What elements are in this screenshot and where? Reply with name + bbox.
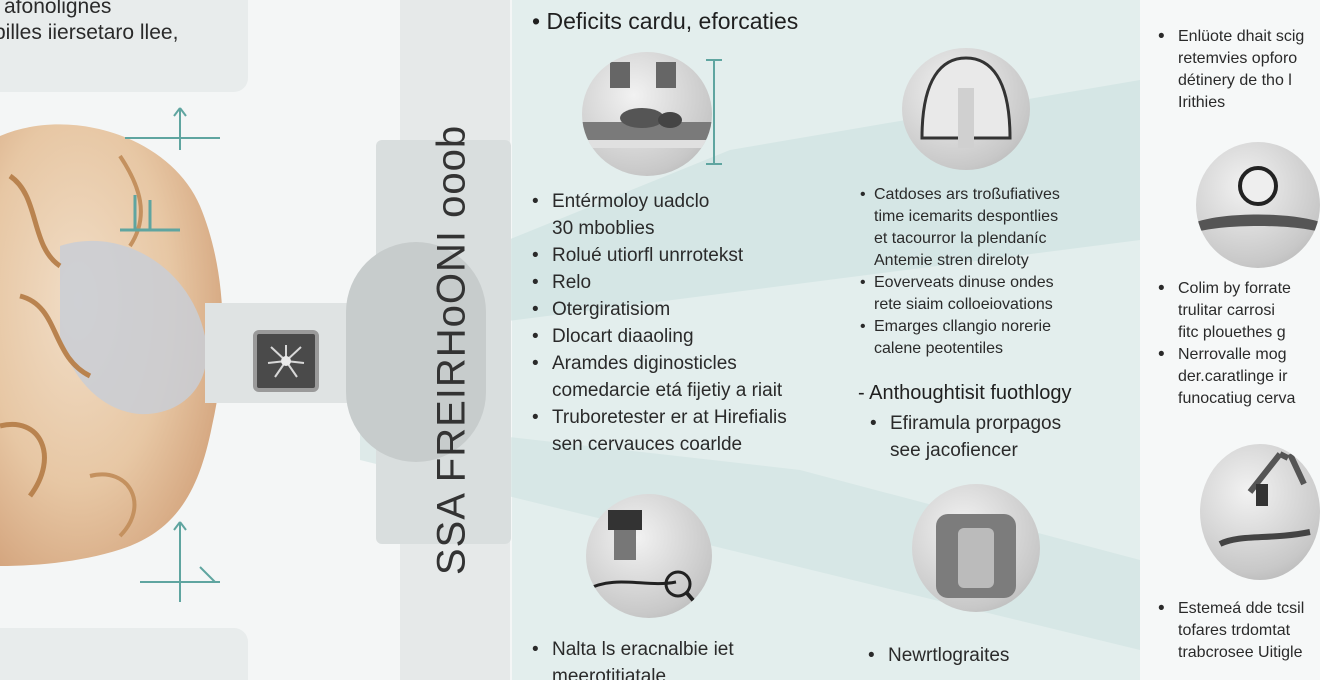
list-item: time icemarits despontlies [874, 208, 1059, 225]
list-item: trulitar carrosi [1178, 302, 1275, 319]
left-text-card: afonolignes pilles iiersetaro llee, [0, 0, 248, 92]
list-item: •Otergiratisiom [532, 299, 671, 320]
bottom-left-list: •Nalta ls eracnalbie iet meerotitiatale [530, 636, 734, 680]
arrow-icon-top [125, 107, 220, 150]
pin-icon [120, 195, 180, 232]
list-item: et tacourror la plendaníc [874, 230, 1047, 247]
face-device-image [1196, 142, 1320, 268]
list-item: Antemie stren direloty [874, 252, 1029, 269]
list-item: retemvies opforo [1178, 50, 1298, 67]
list-item: détinery de tho l [1178, 72, 1292, 89]
banner-title: SSA FREIRHoONI ooob [429, 124, 474, 576]
list-item: •Dlocart diaaoling [532, 326, 694, 347]
right-list-3: •Estemeá dde tcsil tofares trdomtat trab… [1156, 598, 1304, 664]
list-item: Irithies [1178, 94, 1226, 111]
banner-oval [346, 242, 486, 462]
symptom-list: •Entérmoloy uadclo 30 mboblies •Rolué ut… [530, 188, 787, 458]
list-item: •Catdoses ars troßufiatives [860, 186, 1060, 203]
skull-illustration [0, 96, 270, 616]
sub-list: •Efiramula prorpagos see jacofiencer [868, 410, 1061, 464]
tools-image [1200, 444, 1320, 580]
bottom-right-list: •Newrtlograites [866, 642, 1009, 669]
measure-icon [706, 59, 722, 165]
list-item: •Estemeá dde tcsil [1158, 598, 1305, 619]
list-item: •Efiramula prorpagos [870, 413, 1062, 434]
list-item: •Nalta ls eracnalbie iet [532, 639, 734, 660]
helmet-image [902, 48, 1030, 170]
left-line-2: pilles iiersetaro llee, [0, 21, 179, 44]
heading-text: Deficits cardu, eforcaties [546, 8, 799, 34]
main-heading: • Deficits cardu, eforcaties [532, 8, 798, 35]
right-list-2: •Colim by forrate trulitar carrosi fitc … [1156, 278, 1295, 410]
right-list-1: •Enlüote dhait scig retemvies opforo dét… [1156, 26, 1304, 114]
list-item: •Nerrovalle mog [1158, 344, 1287, 365]
left-bottom-card [0, 628, 248, 680]
list-item: calene peotentiles [874, 340, 1003, 357]
list-item: •Truboretester er at Hirefialis [532, 407, 787, 428]
heading-bullet: • [532, 8, 547, 34]
list-item: •Newrtlograites [868, 645, 1010, 666]
list-item: fitc plouethes g [1178, 324, 1286, 341]
list-item: •Eoverveats dinuse ondes [860, 274, 1054, 291]
list-item: trabcrosee Uitigle [1178, 644, 1303, 661]
list-item: •Colim by forrate [1158, 278, 1291, 299]
cardiac-device-image [582, 52, 712, 176]
list-item: •Emarges cllangio norerie [860, 318, 1051, 335]
left-line-1: afonolignes [4, 0, 112, 18]
list-item: •Aramdes diginosticles [532, 353, 737, 374]
list-item: 30 mboblies [552, 218, 655, 239]
list-item: tofares trdomtat [1178, 622, 1291, 639]
cause-list: •Catdoses ars troßufiatives time icemari… [860, 184, 1060, 360]
list-item: •Rolué utiorfl unrrotekst [532, 245, 744, 266]
list-item: rete siaim colloeiovations [874, 296, 1053, 313]
arrow-icon-bottom [140, 521, 220, 602]
brace-image [912, 484, 1040, 612]
hub-icon [253, 330, 319, 392]
list-item: der.caratlinge ir [1178, 368, 1288, 385]
list-item: •Enlüote dhait scig [1158, 26, 1305, 47]
list-item: •Relo [532, 272, 592, 293]
monitor-device-image [586, 494, 712, 618]
list-item: see jacofiencer [890, 440, 1018, 461]
list-item: comedarcie etá fijetiy a riait [552, 380, 783, 401]
list-item: •Entérmoloy uadclo [532, 191, 710, 212]
list-item: meerotitiatale [552, 666, 667, 680]
list-item: sen cervauces coarlde [552, 434, 743, 455]
subheading: - Anthoughtisit fuothlogy [858, 382, 1072, 404]
list-item: funocatiug cerva [1178, 390, 1296, 407]
